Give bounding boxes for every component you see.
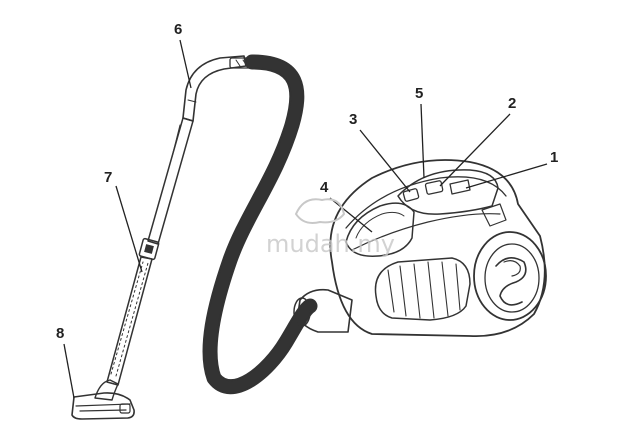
callout-7: 7 [104, 169, 112, 186]
floor-brush [71, 379, 135, 420]
leader-line-6 [179, 39, 192, 89]
watermark: mudah.my [266, 198, 395, 258]
dust-container [345, 202, 415, 257]
leader-line-8 [63, 343, 75, 399]
handle [182, 55, 253, 122]
flexible-hose [202, 54, 318, 395]
callout-3: 3 [349, 111, 357, 128]
tube-ribs [110, 261, 144, 375]
power-switch [424, 180, 444, 195]
watermark-text: mudah.my [266, 230, 395, 258]
suction-control [449, 179, 471, 195]
callout-8: 8 [56, 325, 64, 342]
telescopic-tube [106, 117, 194, 386]
leader-line-1 [465, 163, 548, 189]
side-wheel [473, 231, 547, 321]
callout-labels: 1 2 3 4 5 6 7 8 [56, 21, 558, 342]
callout-6: 6 [174, 21, 182, 38]
hose-connector [293, 288, 353, 333]
leader-line-3 [359, 129, 411, 193]
watermark-logo [294, 198, 346, 224]
callout-5: 5 [415, 85, 423, 102]
leader-line-2 [439, 113, 511, 187]
callout-1: 1 [550, 149, 558, 166]
leader-line-5 [420, 103, 425, 179]
leader-line-4 [329, 197, 373, 233]
callout-2: 2 [508, 95, 516, 112]
cord-rewind-button [402, 188, 420, 202]
leader-line-7 [115, 185, 143, 273]
callout-4: 4 [320, 179, 329, 196]
leader-lines [63, 39, 548, 399]
vacuum-body [329, 159, 547, 338]
